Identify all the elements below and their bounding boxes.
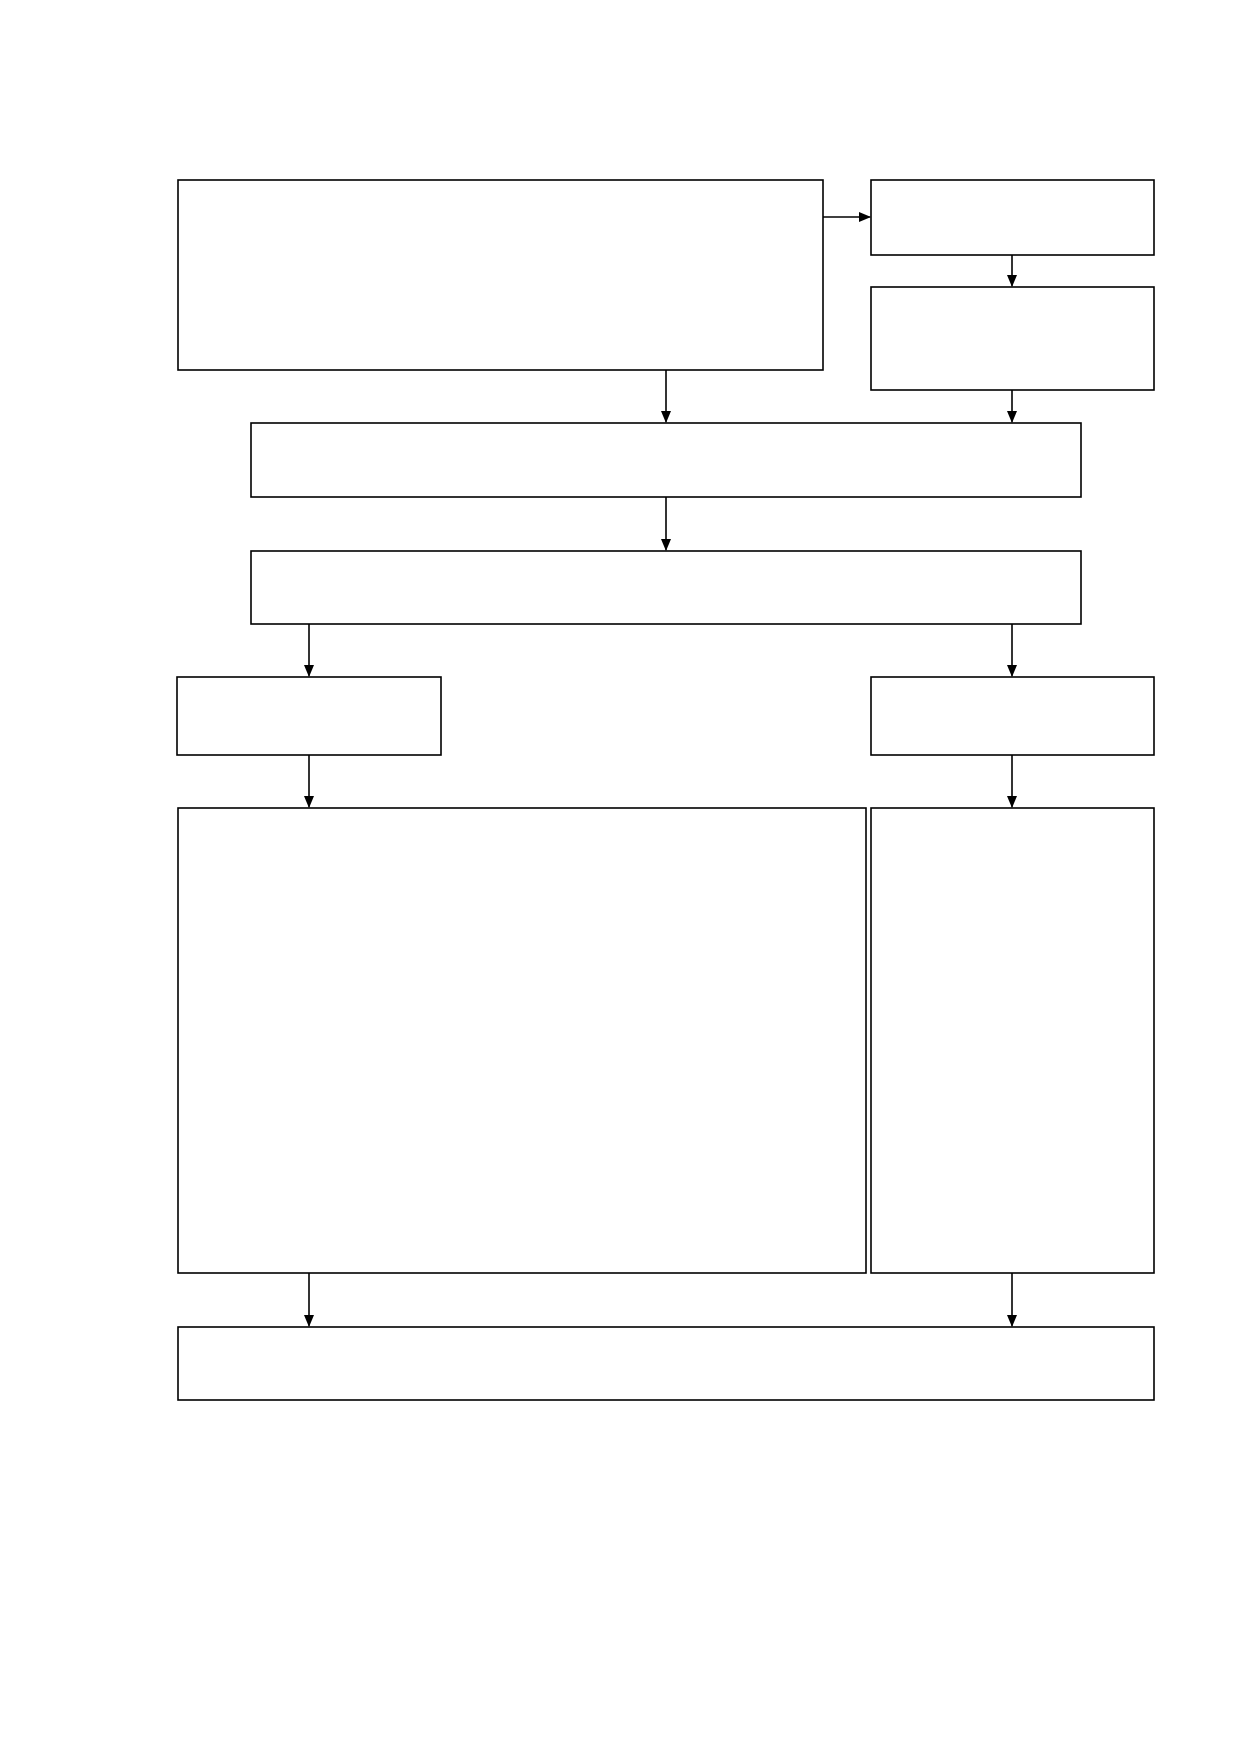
box-5 <box>250 550 1082 625</box>
box-2 <box>870 179 1155 256</box>
box-3 <box>870 286 1155 391</box>
box-1 <box>177 179 824 371</box>
box-7 <box>870 676 1155 756</box>
box-10 <box>177 1326 1155 1401</box>
box-8 <box>177 807 867 1274</box>
box-6 <box>176 676 442 756</box>
box-9 <box>870 807 1155 1274</box>
box-4 <box>250 422 1082 498</box>
